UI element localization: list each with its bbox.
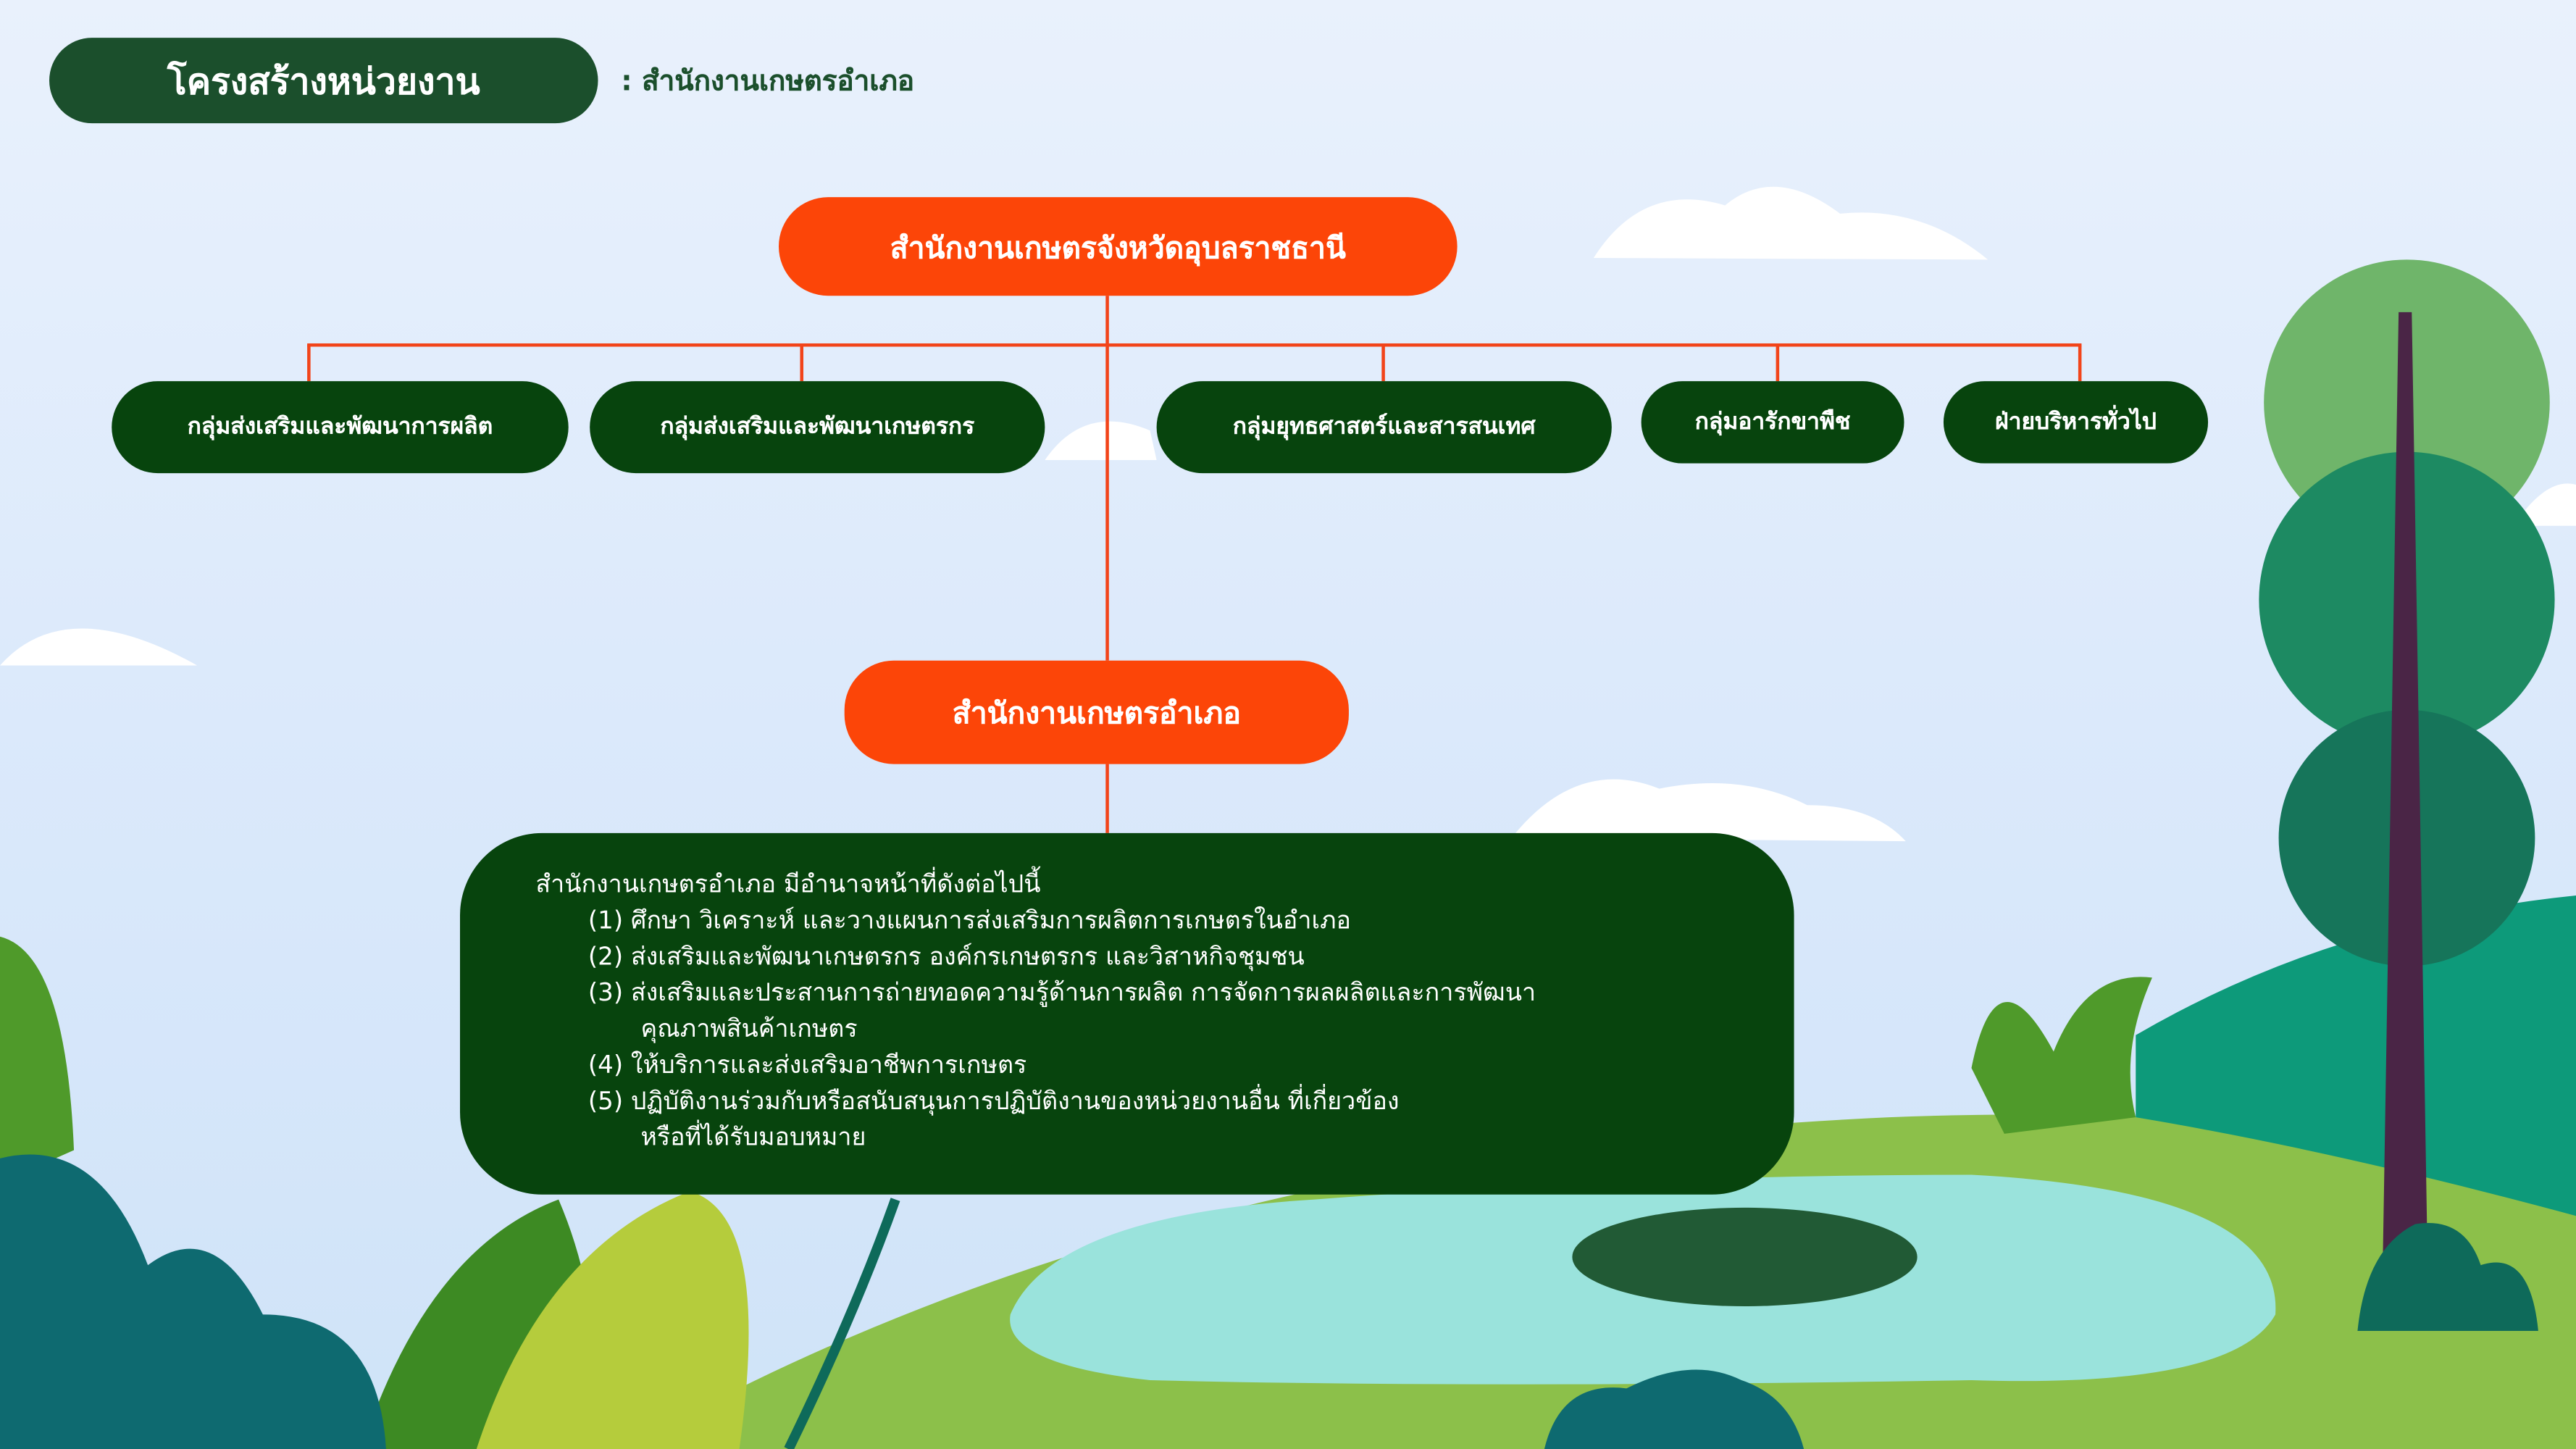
connector-line [1381, 345, 1385, 382]
duty-item: (4) ให้บริการและส่งเสริมอาชีพการเกษตร [587, 1050, 1027, 1080]
connector-line [2078, 345, 2082, 382]
hill-right [2136, 895, 2576, 1216]
duty-item-continuation: คุณภาพสินค้าเกษตร [640, 1014, 858, 1044]
duty-item: (3) ส่งเสริมและประสานการถ่ายทอดความรู้ด้… [587, 977, 1536, 1008]
grass [1971, 977, 2152, 1134]
org-node-provincial-office: สำนักงานเกษตรจังหวัดอุบลราชธานี [778, 197, 1458, 296]
tree [2259, 259, 2555, 1331]
org-node-group: ฝ่ายบริหารทั่วไป [1943, 381, 2209, 464]
connector-line [307, 345, 311, 382]
clouds [0, 186, 2576, 842]
connector-line [307, 343, 2082, 347]
connector-line [1105, 296, 1109, 661]
rock [1572, 1207, 1918, 1306]
duties-intro: สำนักงานเกษตรอำเภอ มีอำนาจหน้าที่ดังต่อไ… [535, 869, 1041, 899]
connector-line [800, 345, 804, 382]
page-subtitle: : สำนักงานเกษตรอำเภอ [621, 65, 915, 99]
duty-item: (5) ปฏิบัติงานร่วมกับหรือสนับสนุนการปฏิบ… [587, 1086, 1400, 1116]
duty-item: (2) ส่งเสริมและพัฒนาเกษตรกร องค์กรเกษตรก… [587, 941, 1305, 972]
connector-line [1105, 764, 1109, 833]
org-node-group: กลุ่มส่งเสริมและพัฒนาการผลิต [112, 381, 569, 474]
org-node-group: กลุ่มยุทธศาสตร์และสารสนเทศ [1156, 381, 1612, 474]
org-node-district-office: สำนักงานเกษตรอำเภอ [844, 660, 1349, 764]
page-title: โครงสร้างหน่วยงาน [49, 38, 598, 124]
duties-box: สำนักงานเกษตรอำเภอ มีอำนาจหน้าที่ดังต่อไ… [460, 832, 1794, 1195]
bushes-left [0, 936, 1805, 1449]
duty-item: (1) ศึกษา วิเคราะห์ และวางแผนการส่งเสริม… [587, 905, 1351, 935]
org-node-group: กลุ่มอารักขาพืช [1641, 381, 1904, 464]
org-node-group: กลุ่มส่งเสริมและพัฒนาเกษตรกร [590, 381, 1045, 474]
connector-line [1776, 345, 1780, 382]
duty-item-continuation: หรือที่ได้รับมอบหมาย [640, 1122, 866, 1152]
